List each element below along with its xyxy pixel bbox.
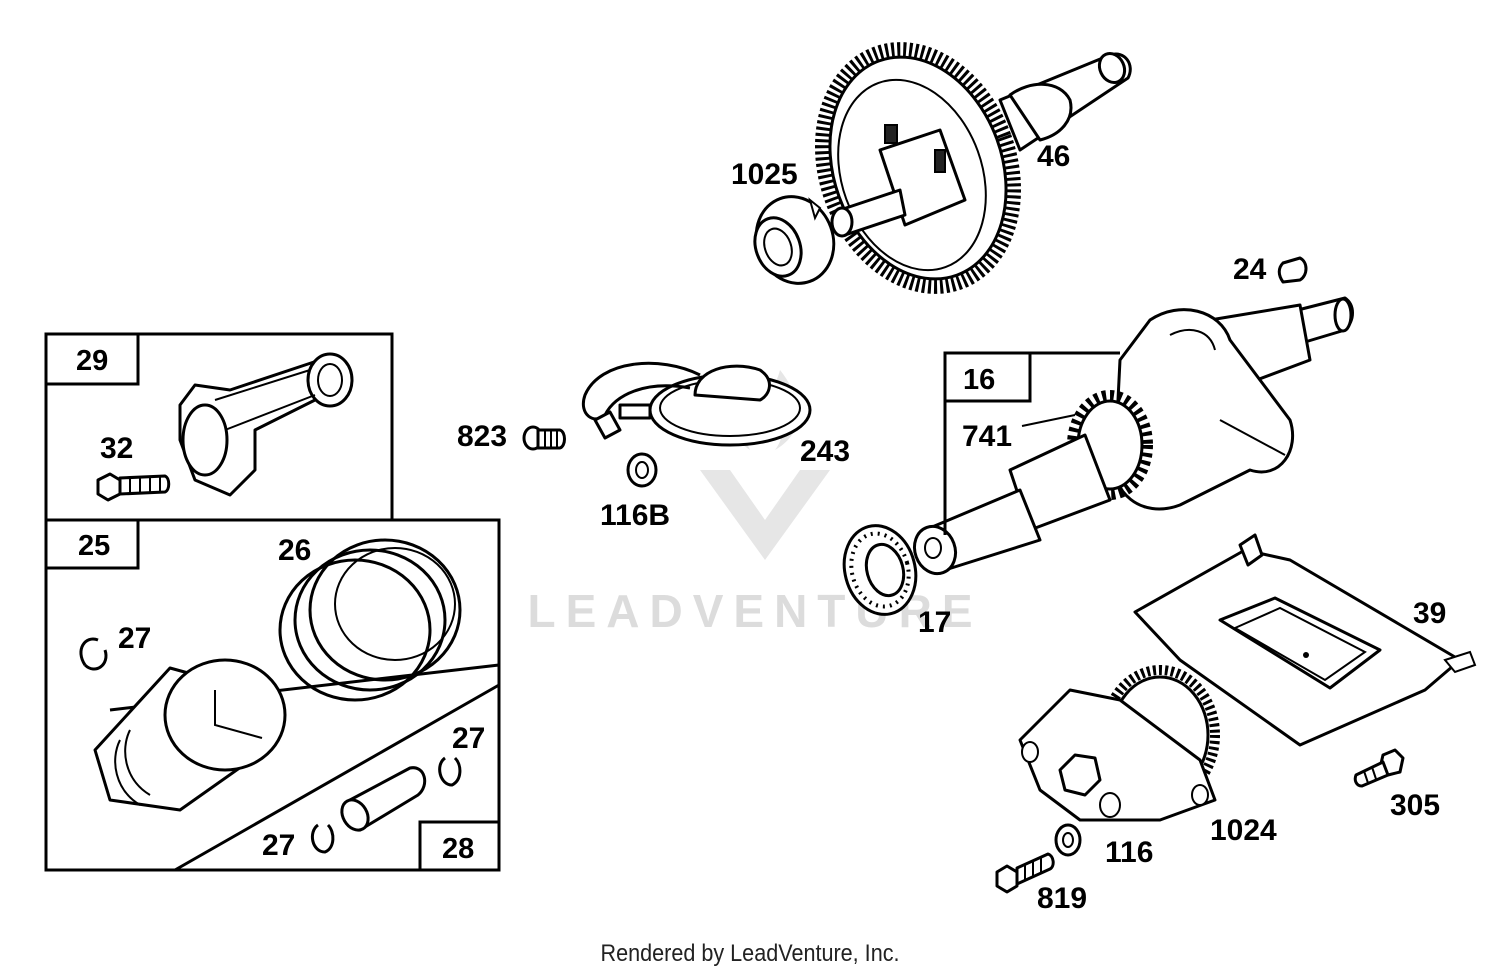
callout-32: 32 [100, 432, 133, 465]
piston-part[interactable] [93, 658, 287, 812]
wrist-pin-part[interactable] [337, 766, 427, 835]
screw-823-part[interactable] [522, 425, 566, 451]
oil-baffle-part[interactable] [1133, 533, 1477, 747]
connecting-rod-part[interactable] [178, 352, 354, 497]
camshaft-gear-part[interactable] [790, 22, 1132, 314]
callout-25: 25 [78, 530, 110, 562]
callout-27c: 27 [262, 829, 295, 862]
bearing-part[interactable] [835, 517, 926, 622]
oil-pump-part[interactable] [1018, 665, 1220, 822]
callout-1024: 1024 [1210, 814, 1277, 847]
callout-741: 741 [962, 420, 1012, 453]
retainer-clip-27b-part[interactable] [438, 756, 462, 787]
callout-27a: 27 [118, 622, 151, 655]
callout-823: 823 [457, 420, 507, 453]
box-25: 25 28 [44, 518, 501, 872]
callout-819: 819 [1037, 882, 1087, 915]
callout-29: 29 [76, 345, 108, 377]
piston-rings-part[interactable] [278, 538, 462, 702]
footer-credit: Rendered by LeadVenture, Inc. [600, 940, 900, 967]
bolt-819-part[interactable] [995, 852, 1055, 894]
retainer-clip-27c-part[interactable] [310, 823, 335, 854]
retainer-clip-27a-part[interactable] [79, 637, 108, 671]
box-16: 16 [943, 351, 1120, 535]
callout-243: 243 [800, 435, 850, 468]
crankshaft-part[interactable] [908, 296, 1354, 579]
rod-bolt-part[interactable] [96, 472, 171, 502]
callout-305: 305 [1390, 789, 1440, 822]
callout-24: 24 [1233, 253, 1267, 286]
callout-17: 17 [918, 606, 951, 639]
callout-46: 46 [1037, 140, 1070, 173]
key-part[interactable] [1277, 256, 1308, 284]
callout-116b: 116B [600, 499, 670, 532]
callout-39: 39 [1413, 597, 1446, 630]
callout-1025: 1025 [731, 158, 798, 191]
box-29: 29 [44, 332, 394, 522]
callout-16: 16 [963, 364, 995, 396]
callout-116: 116 [1105, 836, 1153, 869]
screw-305-part[interactable] [1353, 748, 1405, 788]
washer-116b-part[interactable] [626, 452, 658, 488]
callout-28: 28 [442, 833, 474, 865]
compression-release-part[interactable] [744, 186, 846, 295]
washer-116-part[interactable] [1054, 823, 1082, 857]
callout-26: 26 [278, 534, 311, 567]
oil-pickup-part[interactable] [581, 361, 812, 447]
callout-27b: 27 [452, 722, 485, 755]
